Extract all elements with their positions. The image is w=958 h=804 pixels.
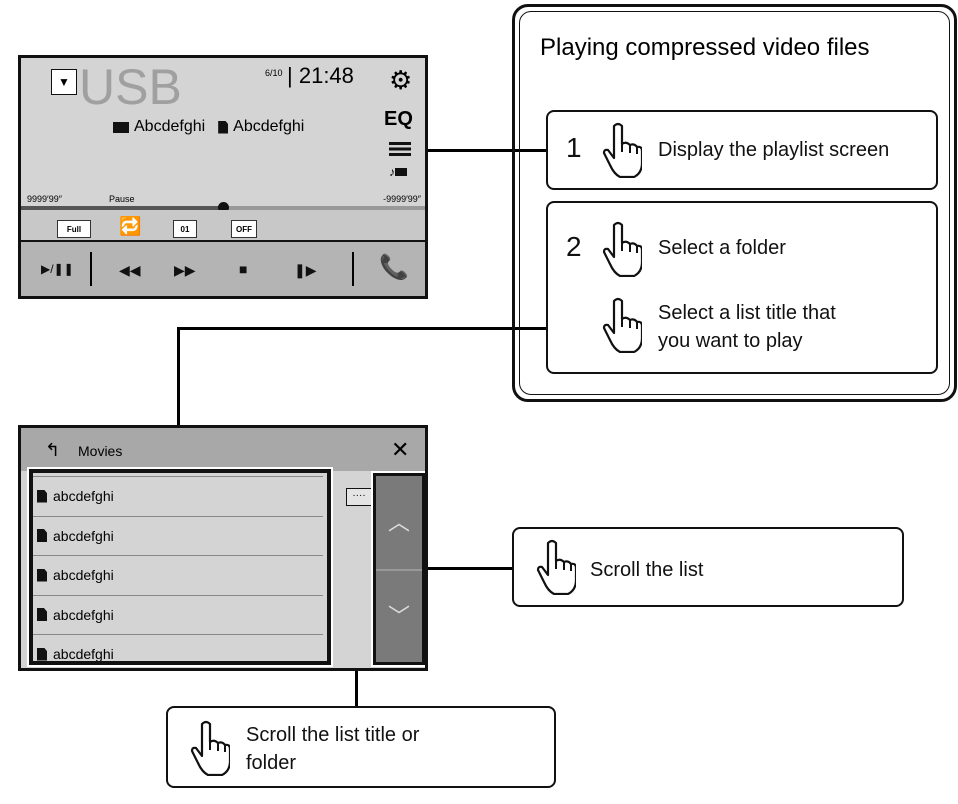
rewind-button[interactable]: ◀◀ [119,262,141,278]
elapsed-time: 9999′99″ [27,194,62,204]
step2-number: 2 [566,231,582,262]
list-item-label: abcdefghi [53,567,114,583]
step2-text-b2: you want to play [658,330,803,352]
list-item[interactable]: abcdefghi [31,476,323,515]
file-icon [37,608,47,621]
list-highlight [27,467,333,667]
close-icon[interactable]: ✕ [391,437,410,462]
player-screen: ▼ USB 6/10 | 21:48 ⚙ EQ ♪ Abcdefghi Abcd… [18,55,428,299]
step1-number: 1 [566,132,582,163]
control-row [21,242,425,296]
hand-icon [602,122,642,178]
hand-icon [536,539,576,595]
source-label: USB [79,59,182,115]
file-icon [218,120,229,134]
folder-name: Abcdefghi [134,118,206,135]
playlist-icon[interactable] [389,142,411,156]
step1-box: 1 Display the playlist screen [546,110,938,190]
connector-select-h [177,327,547,330]
connector-select-v [177,327,180,467]
list-item-label: abcdefghi [53,527,114,544]
up-folder-icon[interactable]: ↰ [45,440,61,460]
status-text: Pause [109,194,135,204]
file-icon [37,529,47,542]
clock: | 21:48 [287,63,354,88]
aspect-button[interactable]: Full [57,220,91,238]
scroll-up-button[interactable]: ︿ [376,476,422,571]
play-pause-button[interactable]: ▶/❚❚ [41,262,74,276]
list-item-label: abcdefghi [53,646,114,662]
remaining-time: -9999′99″ [383,194,421,204]
list-item-label: abcdefghi [53,606,114,623]
clock-time: 21:48 [298,63,354,88]
repeat-icon[interactable]: 🔁 [119,216,142,236]
folder-title: Movies [78,443,123,459]
scroll-title-callout: Scroll the list title or folder [166,706,556,788]
panel-title: Playing compressed video files [540,34,870,61]
instruction-panel [512,4,957,402]
scroll-title-text-2: folder [246,752,297,774]
scroll-title-text-1: Scroll the list title or [246,724,420,746]
divider [352,252,354,286]
subtitle-button[interactable]: OFF [231,220,257,238]
stop-button[interactable]: ■ [239,261,248,277]
list-item-label: abcdefghi [53,488,114,504]
more-button[interactable]: ···· [346,488,372,506]
folder-info: Abcdefghi Abcdefghi [113,118,304,136]
fast-forward-button[interactable]: ▶▶ [174,262,196,278]
list-item[interactable]: abcdefghi [31,555,323,594]
folder-icon [113,121,129,133]
step2-text-a: Select a folder [658,237,786,259]
media-switch-icon[interactable]: ♪ [389,165,407,179]
divider [90,252,92,286]
track-count: 6/10 [265,68,283,78]
file-icon [37,568,47,582]
slow-play-button[interactable]: ❚▶ [294,262,317,278]
audio-button[interactable]: 01 [173,220,197,238]
list-item[interactable]: abcdefghi [31,634,323,668]
connector-playlist [414,149,547,152]
file-icon [37,489,47,503]
file-name: Abcdefghi [233,118,305,135]
eq-button[interactable]: EQ [384,108,413,130]
gear-icon[interactable]: ⚙ [389,65,413,95]
scroll-list-text: Scroll the list [590,559,704,581]
connector-scroll [422,567,513,570]
progress-handle[interactable] [218,202,229,213]
progress-fill [21,206,223,210]
step2-box: 2 Select a folder Select a list title th… [546,201,938,374]
list-header [21,428,425,471]
list-item[interactable]: abcdefghi [31,594,323,634]
scroll-down-button[interactable]: ﹀ [387,604,410,629]
step2-text-b1: Select a list title that [658,302,836,324]
source-dropdown[interactable]: ▼ [51,69,77,95]
scroll-list-callout: Scroll the list [512,527,904,607]
scroll-bar: ︿ ﹀ [371,471,425,667]
hand-icon [602,221,642,277]
step1-text: Display the playlist screen [658,139,890,161]
hand-icon [602,297,642,353]
hand-icon [190,720,230,776]
list-screen: ↰ Movies ✕ abcdefghi abcdefghi abcdefghi ab… [18,425,428,671]
file-icon [37,647,47,661]
list-item[interactable]: abcdefghi [31,515,323,555]
phone-icon[interactable]: 📞 [379,254,409,281]
